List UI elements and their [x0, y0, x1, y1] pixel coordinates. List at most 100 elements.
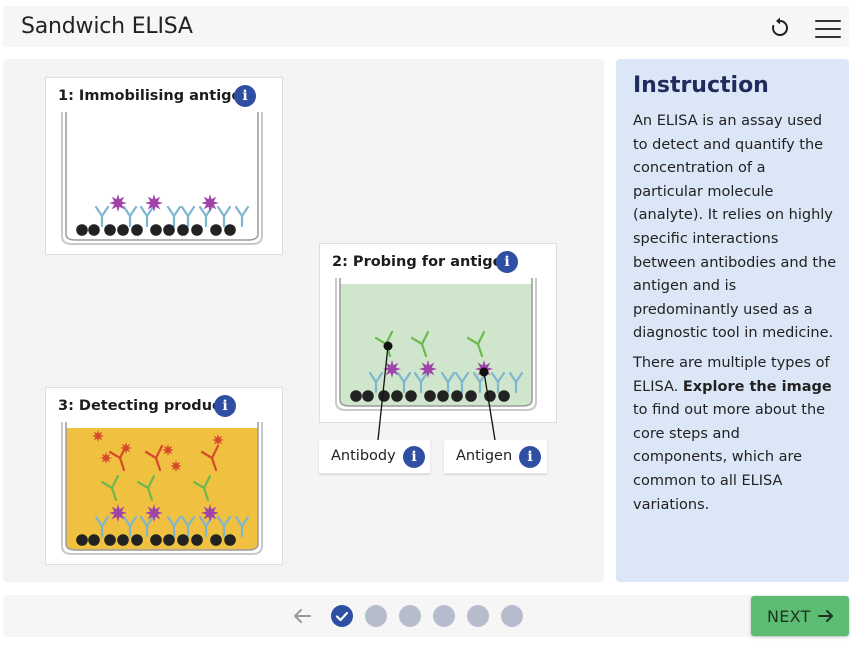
capture-antibody: [440, 371, 456, 394]
detection-antibody: [466, 330, 486, 358]
card-detecting-product[interactable]: 3: Detecting product i: [45, 387, 283, 565]
well-wall: [335, 278, 537, 411]
bead: [131, 534, 143, 546]
step-dot[interactable]: [365, 605, 387, 627]
capture-antibody: [122, 205, 138, 228]
product: [162, 444, 174, 456]
bead: [76, 534, 88, 546]
antigen: [201, 504, 219, 522]
capture-antibody: [216, 515, 232, 538]
info-icon[interactable]: i: [496, 251, 518, 273]
step-dot[interactable]: [467, 605, 489, 627]
antigen: [201, 194, 219, 212]
bead: [210, 534, 222, 546]
bead: [117, 534, 129, 546]
info-icon[interactable]: i: [234, 85, 256, 107]
explore-image-stage: 1: Immobilising antigen i 2: Probing for…: [3, 59, 604, 582]
capture-antibody: [198, 515, 214, 538]
well-wall: [61, 112, 263, 245]
callout-label: Antigen: [456, 448, 513, 464]
step-dot[interactable]: [331, 605, 353, 627]
bead: [163, 534, 175, 546]
bead: [224, 224, 236, 236]
bead: [76, 224, 88, 236]
card-probing-for-antigen[interactable]: 2: Probing for antigen i: [319, 243, 557, 423]
capture-antibody: [396, 371, 412, 394]
info-icon[interactable]: i: [214, 395, 236, 417]
capture-antibody: [234, 205, 250, 228]
bead: [191, 224, 203, 236]
detecting-well-illustration: [61, 422, 263, 555]
capture-antibody: [180, 515, 196, 538]
callout-label: Antibody: [331, 448, 396, 464]
app-header: Sandwich ELISA: [3, 6, 849, 47]
capture-antibody: [166, 515, 182, 538]
product: [100, 452, 112, 464]
step-dot[interactable]: [399, 605, 421, 627]
bead: [451, 390, 463, 402]
product: [170, 460, 182, 472]
bead: [378, 390, 390, 402]
bead: [131, 224, 143, 236]
bead: [104, 224, 116, 236]
bead: [362, 390, 374, 402]
bead: [498, 390, 510, 402]
arrow-right-icon: [818, 610, 833, 622]
probing-well-illustration: [335, 278, 537, 411]
bead: [424, 390, 436, 402]
back-button[interactable]: [291, 605, 313, 627]
detection-antibody: [136, 474, 156, 502]
info-icon[interactable]: i: [519, 446, 541, 468]
bead: [150, 224, 162, 236]
next-button[interactable]: NEXT: [751, 596, 849, 636]
reset-button[interactable]: [768, 16, 792, 40]
capture-antibody: [180, 205, 196, 228]
antigen: [109, 194, 127, 212]
capture-antibody: [122, 515, 138, 538]
well-wall: [61, 422, 263, 555]
detection-antibody: [192, 474, 212, 502]
instruction-title: Instruction: [633, 73, 769, 98]
instruction-paragraph-1: An ELISA is an assay used to detect and …: [633, 113, 837, 342]
detection-antibody: [100, 474, 120, 502]
bead: [88, 534, 100, 546]
bead: [150, 534, 162, 546]
callout-antigen[interactable]: Antigen i: [444, 440, 547, 474]
antigen: [109, 504, 127, 522]
step-dot[interactable]: [433, 605, 455, 627]
well-wall-inner: [65, 112, 259, 241]
capture-antibody: [94, 205, 110, 228]
product: [120, 442, 132, 454]
capture-antibody: [139, 515, 155, 538]
info-icon[interactable]: i: [403, 446, 425, 468]
callout-antibody[interactable]: Antibody i: [319, 440, 430, 474]
bead: [437, 390, 449, 402]
capture-antibody: [508, 371, 524, 394]
hamburger-menu-button[interactable]: [815, 20, 841, 40]
reset-icon: [772, 17, 788, 36]
step-dot[interactable]: [501, 605, 523, 627]
bead: [191, 534, 203, 546]
bead: [224, 534, 236, 546]
bead: [117, 224, 129, 236]
well-wall-inner: [65, 422, 259, 551]
card-immobilising-antigen[interactable]: 1: Immobilising antigen i: [45, 77, 283, 255]
antigen: [475, 360, 493, 378]
capture-antibody: [166, 205, 182, 228]
capture-antibody: [216, 205, 232, 228]
capture-antibody: [454, 371, 470, 394]
bead: [465, 390, 477, 402]
next-label: NEXT: [767, 607, 811, 626]
arrow-left-icon: [294, 609, 311, 623]
bead: [484, 390, 496, 402]
antigen: [145, 194, 163, 212]
bead: [210, 224, 222, 236]
antigen: [419, 360, 437, 378]
instruction-paragraph-2: There are multiple types of ELISA. Explo…: [633, 354, 832, 513]
checkmark-icon: [335, 611, 349, 622]
capture-antibody: [413, 371, 429, 394]
product: [92, 430, 104, 442]
immobilising-well-illustration: [61, 112, 263, 245]
product: [212, 434, 224, 446]
card-label: 2: Probing for antigen: [332, 254, 517, 270]
